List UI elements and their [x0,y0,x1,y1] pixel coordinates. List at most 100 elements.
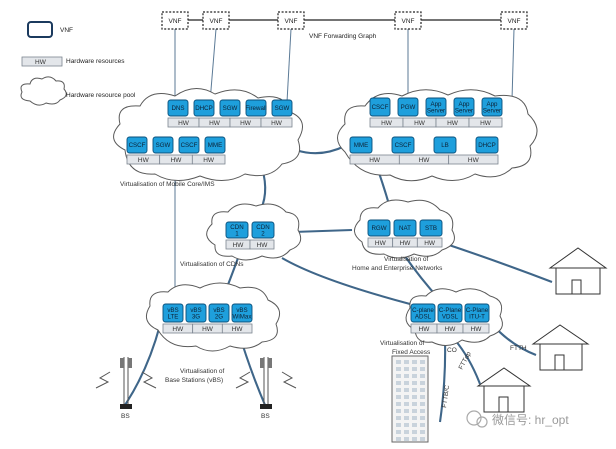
vbs-hw-label: HW [202,326,214,333]
watermark: 微信号: hr_opt [466,410,569,428]
core-right-hw-block [448,154,499,165]
fixed-vnf-label: C-Plane [439,307,462,314]
fttb-label: FTTB/C [441,384,451,408]
core-right-vnf-cscf [391,136,415,154]
building-window [420,430,425,434]
vbs-vnf-vbs-lte [162,303,184,323]
mobile-core-hw-label: HW [138,157,150,164]
building-window [420,423,425,427]
vbs-vnf-vbs-wimax [231,303,253,323]
mobile-core-vnf-label: SGW [275,105,290,112]
core-right-vnf-label: Server [427,107,445,114]
fixed-vnf-c-plane-itu-t [464,303,490,323]
building-window [396,423,401,427]
core-right-vnf-label: App [458,101,470,108]
core-right-hw-label: HW [447,120,459,127]
house-ftth [531,324,590,371]
mobile-core-hw-label: HW [178,120,190,127]
fixed-vnf-label: ITU-T [469,313,485,320]
mobile-core-vnf-cscf [126,136,148,154]
core-right-vnf-pgw [397,97,419,117]
fixed-hw-label: HW [471,326,483,333]
mobile-core-hw-label: HW [240,120,252,127]
building-window [396,409,401,413]
building-window [396,416,401,420]
building-window [396,381,401,385]
building-window [420,395,425,399]
building-window [404,360,409,364]
building-window [412,367,417,371]
forwarding-graph-vnf-node [394,11,422,30]
core-right-vnf-label: Server [455,107,473,114]
legend-vnf-swatch [27,21,53,38]
building-window [412,423,417,427]
mobile-core-vnf-sgw [219,99,241,117]
forwarding-graph-vnf-label: VNF [169,18,182,25]
mobile-core-vnf-firewall [245,99,267,117]
mobile-core-vnf-dhcp [193,99,215,117]
core-right-hw-label: HW [480,120,492,127]
home-vnf-nat [393,219,417,237]
vbs-caption-2: Base Stations (vBS) [165,377,223,384]
link-fixed-to-building [438,339,447,423]
fixed-vnf-label: VDSL [442,313,459,320]
building-window [404,409,409,413]
fixed-caption-2: Fixed Access [392,349,431,356]
core-right-vnf-label: LB [441,142,449,149]
building-window [420,374,425,378]
bs-tower-left: BS [95,357,157,420]
bs-left-label: BS [121,413,130,420]
home-vnf-label: NAT [399,225,411,232]
fixed-caption-1: Virtualisation of [380,340,425,347]
link-cdn-to-fixed [281,257,411,306]
vbs-caption-1: Virtualisation of [180,368,225,375]
building-window [396,360,401,364]
building-window [412,416,417,420]
building-window [420,360,425,364]
office-building [391,355,429,443]
forwarding-graph-vnf-node [277,11,305,30]
building-window [404,388,409,392]
mobile-core-vnf-sgw [271,99,293,117]
legend-pool-label: Hardware resource pool [66,92,136,99]
co-label: CO [447,347,457,354]
core-right-hw-label: HW [419,157,431,164]
mobile-core-hw-label: HW [203,157,215,164]
vbs-vnf-label: LTE [168,313,179,320]
forwarding-graph-vnf-node [161,11,189,30]
legend: VNF HW Hardware resources Hardware resou… [20,21,136,106]
building-window [412,402,417,406]
core-right-hw-label: HW [414,120,426,127]
home-hw-label: HW [400,240,412,247]
mobile-core-vnf-mme [204,136,226,154]
house-home-network [548,247,608,295]
forwarding-graph-vnf-label: VNF [210,18,223,25]
building-window [396,388,401,392]
building-window [404,416,409,420]
core-right-vnf-mme [349,136,373,154]
home-hw-label: HW [375,240,387,247]
building-window [412,360,417,364]
mobile-core-hw-label: HW [271,120,283,127]
building-window [420,409,425,413]
mobile-core-caption: Virtualisation of Mobile Core/IMS [120,181,215,188]
mobile-core-hw-label: HW [171,157,183,164]
home-vnf-stb [419,219,443,237]
fixed-vnf-label: C-Plane [466,307,489,314]
core-right-hw-block [468,117,503,128]
fttdp-label: FTTdp [458,350,473,371]
vbs-vnf-label: 3G [192,313,200,320]
mobile-core-vnf-label: MME [208,142,222,149]
building-window [420,416,425,420]
mobile-core-vnf-dns [167,99,189,117]
building-window [412,437,417,441]
vbs-vnf-vbs-2g [208,303,230,323]
mobile-core-vnf-label: CSCF [181,142,198,149]
link-home-to-house [439,241,553,283]
core-right-vnf-app-server [453,97,475,117]
building-window [412,374,417,378]
building-window [420,437,425,441]
cdn-caption: Virtualisation of CDNs [180,261,244,268]
legend-hw-swatch [21,56,63,67]
